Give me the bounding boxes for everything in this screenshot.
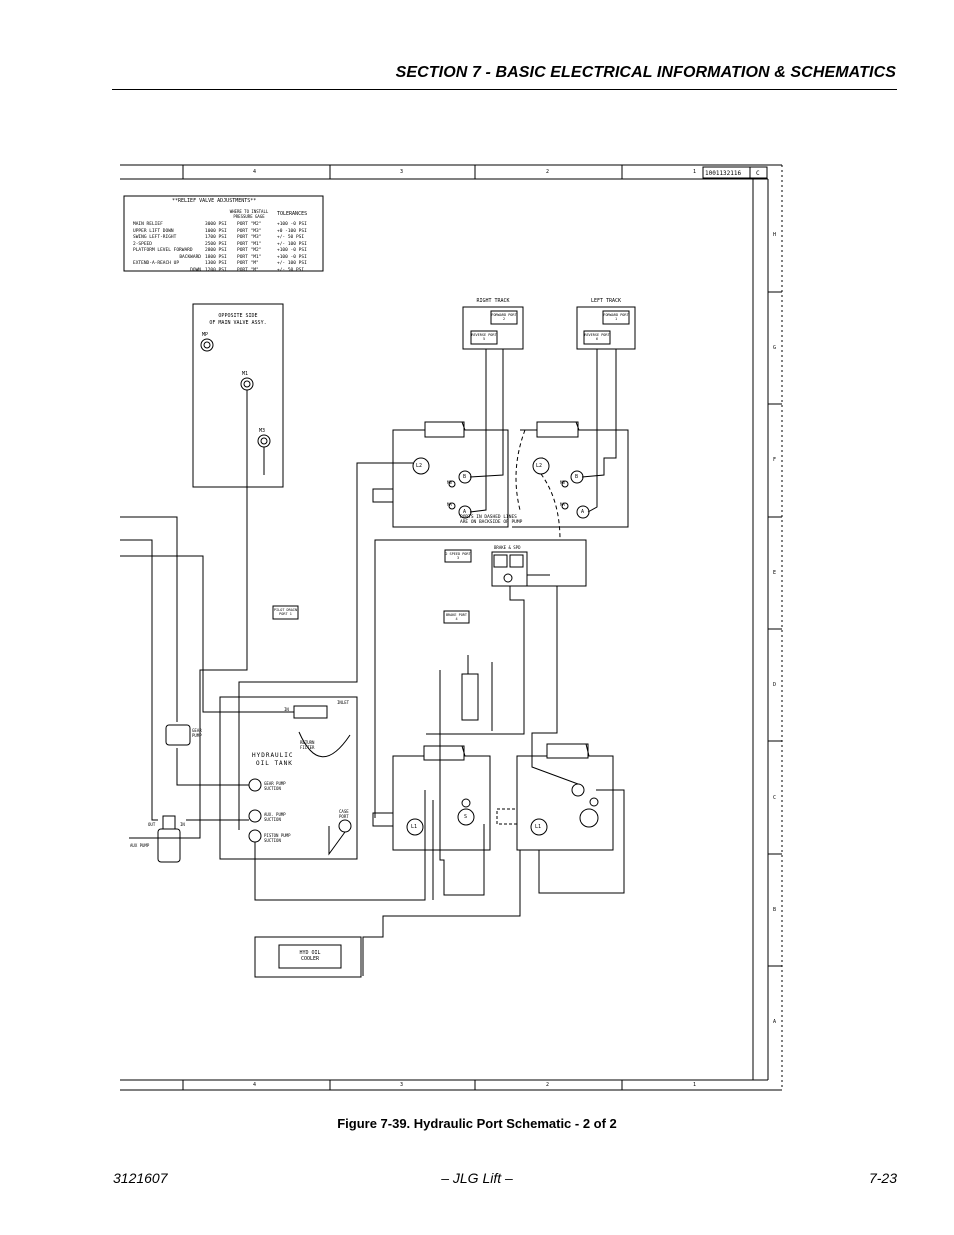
- port-l1-label: L1: [535, 824, 542, 830]
- footer-center: – JLG Lift –: [441, 1170, 513, 1186]
- port-b-label: B: [463, 474, 467, 480]
- port-m3-label: M3: [259, 428, 266, 434]
- right-track-title: RIGHT TRACK: [476, 298, 510, 304]
- port-mp-label: MP: [202, 332, 209, 338]
- gear-pump-label: GEAR PUMP: [192, 728, 202, 738]
- return-filter-label-2: FILTER: [300, 745, 315, 750]
- aux-suction-label: AUX. PUMP SUCTION: [264, 812, 286, 822]
- tank-inlet-label: INLET: [337, 700, 350, 705]
- zone-row-g: G: [773, 345, 777, 351]
- return-filter-label-1: RETURN: [300, 740, 315, 745]
- zone-row-f: F: [773, 457, 777, 463]
- two-speed-port-tag: 2 SPEED PORT 3: [445, 552, 471, 560]
- cooler-label-1: HYD OIL: [299, 950, 321, 956]
- valve-box-title-1: OPPOSITE SIDE: [218, 313, 258, 319]
- right-track-forward: FORWARD PORT 2: [491, 313, 517, 321]
- brake-port-tag: BRAKE PORT 4: [445, 613, 468, 621]
- port-ma-label: MA: [447, 502, 452, 507]
- zone-col-1-top: 1: [693, 169, 697, 175]
- left-track-title: LEFT TRACK: [590, 298, 622, 304]
- port-s-label: S: [464, 814, 468, 820]
- relief-table-title: **RELIEF VALVE ADJUSTMENTS**: [172, 198, 257, 204]
- port-l2-label: L2: [416, 463, 423, 469]
- case-port-label: CASE PORT: [339, 809, 349, 819]
- zone-col-3-top: 3: [400, 169, 404, 175]
- port-l2-label: L2: [536, 463, 543, 469]
- tank-in-label: IN: [284, 707, 289, 712]
- pilot-drain-tag: PILOT DRAIN PORT 1: [273, 608, 298, 616]
- figure-caption: Figure 7-39. Hydraulic Port Schematic - …: [337, 1116, 617, 1131]
- title-block-number: 1001132116: [705, 170, 742, 177]
- port-ma-label: MA: [560, 502, 565, 507]
- relief-table-tol-header: TOLERANCES: [277, 211, 308, 217]
- zone-row-e: E: [773, 570, 777, 576]
- port-mb-label: MB: [447, 480, 452, 485]
- zone-row-a: A: [773, 1019, 777, 1025]
- zone-col-1-bottom: 1: [693, 1082, 697, 1088]
- zone-row-b: B: [773, 907, 777, 913]
- zone-row-c: C: [773, 795, 777, 801]
- tank-title-1: HYDRAULIC: [252, 752, 294, 759]
- section-header-title: SECTION 7 - BASIC ELECTRICAL INFORMATION…: [395, 64, 896, 81]
- backside-note-2: ARE ON BACKSIDE OF PUMP: [460, 520, 523, 525]
- footer-doc-number: 3121607: [113, 1170, 168, 1186]
- port-a-label: A: [463, 509, 467, 515]
- tank-title-2: OIL TANK: [256, 760, 293, 767]
- aux-pump-label: AUX PUMP: [130, 843, 150, 848]
- brake-valve-label: BRAKE & SPD: [494, 545, 521, 550]
- relief-table-gauge-header: WHERE TO INSTALL PRESSURE GAGE: [229, 209, 269, 219]
- backside-note-1: PORTS IN DASHED LINES: [460, 515, 517, 520]
- zone-row-d: D: [773, 682, 777, 688]
- footer-page-number: 7-23: [868, 1170, 897, 1186]
- left-track-forward: FORWARD PORT 1: [603, 313, 629, 321]
- gear-suction-label: GEAR PUMP SUCTION: [264, 781, 286, 791]
- zone-col-4-bottom: 4: [253, 1082, 257, 1088]
- zone-col-2-top: 2: [546, 169, 550, 175]
- zone-row-h: H: [773, 232, 777, 238]
- aux-pump-out-label: OUT: [148, 822, 156, 827]
- header-rule: [112, 89, 897, 90]
- zone-col-2-bottom: 2: [546, 1082, 550, 1088]
- port-a-label: A: [581, 509, 585, 515]
- aux-pump-in-label: IN: [180, 822, 185, 827]
- port-m1-label: M1: [242, 371, 249, 377]
- valve-box-title-2: OF MAIN VALVE ASSY.: [209, 320, 267, 326]
- piston-suction-label: PISTON PUMP SUCTION: [264, 833, 291, 843]
- title-block-rev: C: [756, 170, 760, 177]
- zone-col-4-top: 4: [253, 169, 257, 175]
- port-b-label: B: [575, 474, 579, 480]
- zone-col-3-bottom: 3: [400, 1082, 404, 1088]
- port-mb-label: MB: [560, 480, 565, 485]
- right-track-reverse: REVERSE PORT 5: [471, 333, 497, 341]
- port-l1-label: L1: [411, 824, 418, 830]
- left-track-reverse: REVERSE PORT 6: [584, 333, 610, 341]
- cooler-label-2: COOLER: [300, 956, 320, 962]
